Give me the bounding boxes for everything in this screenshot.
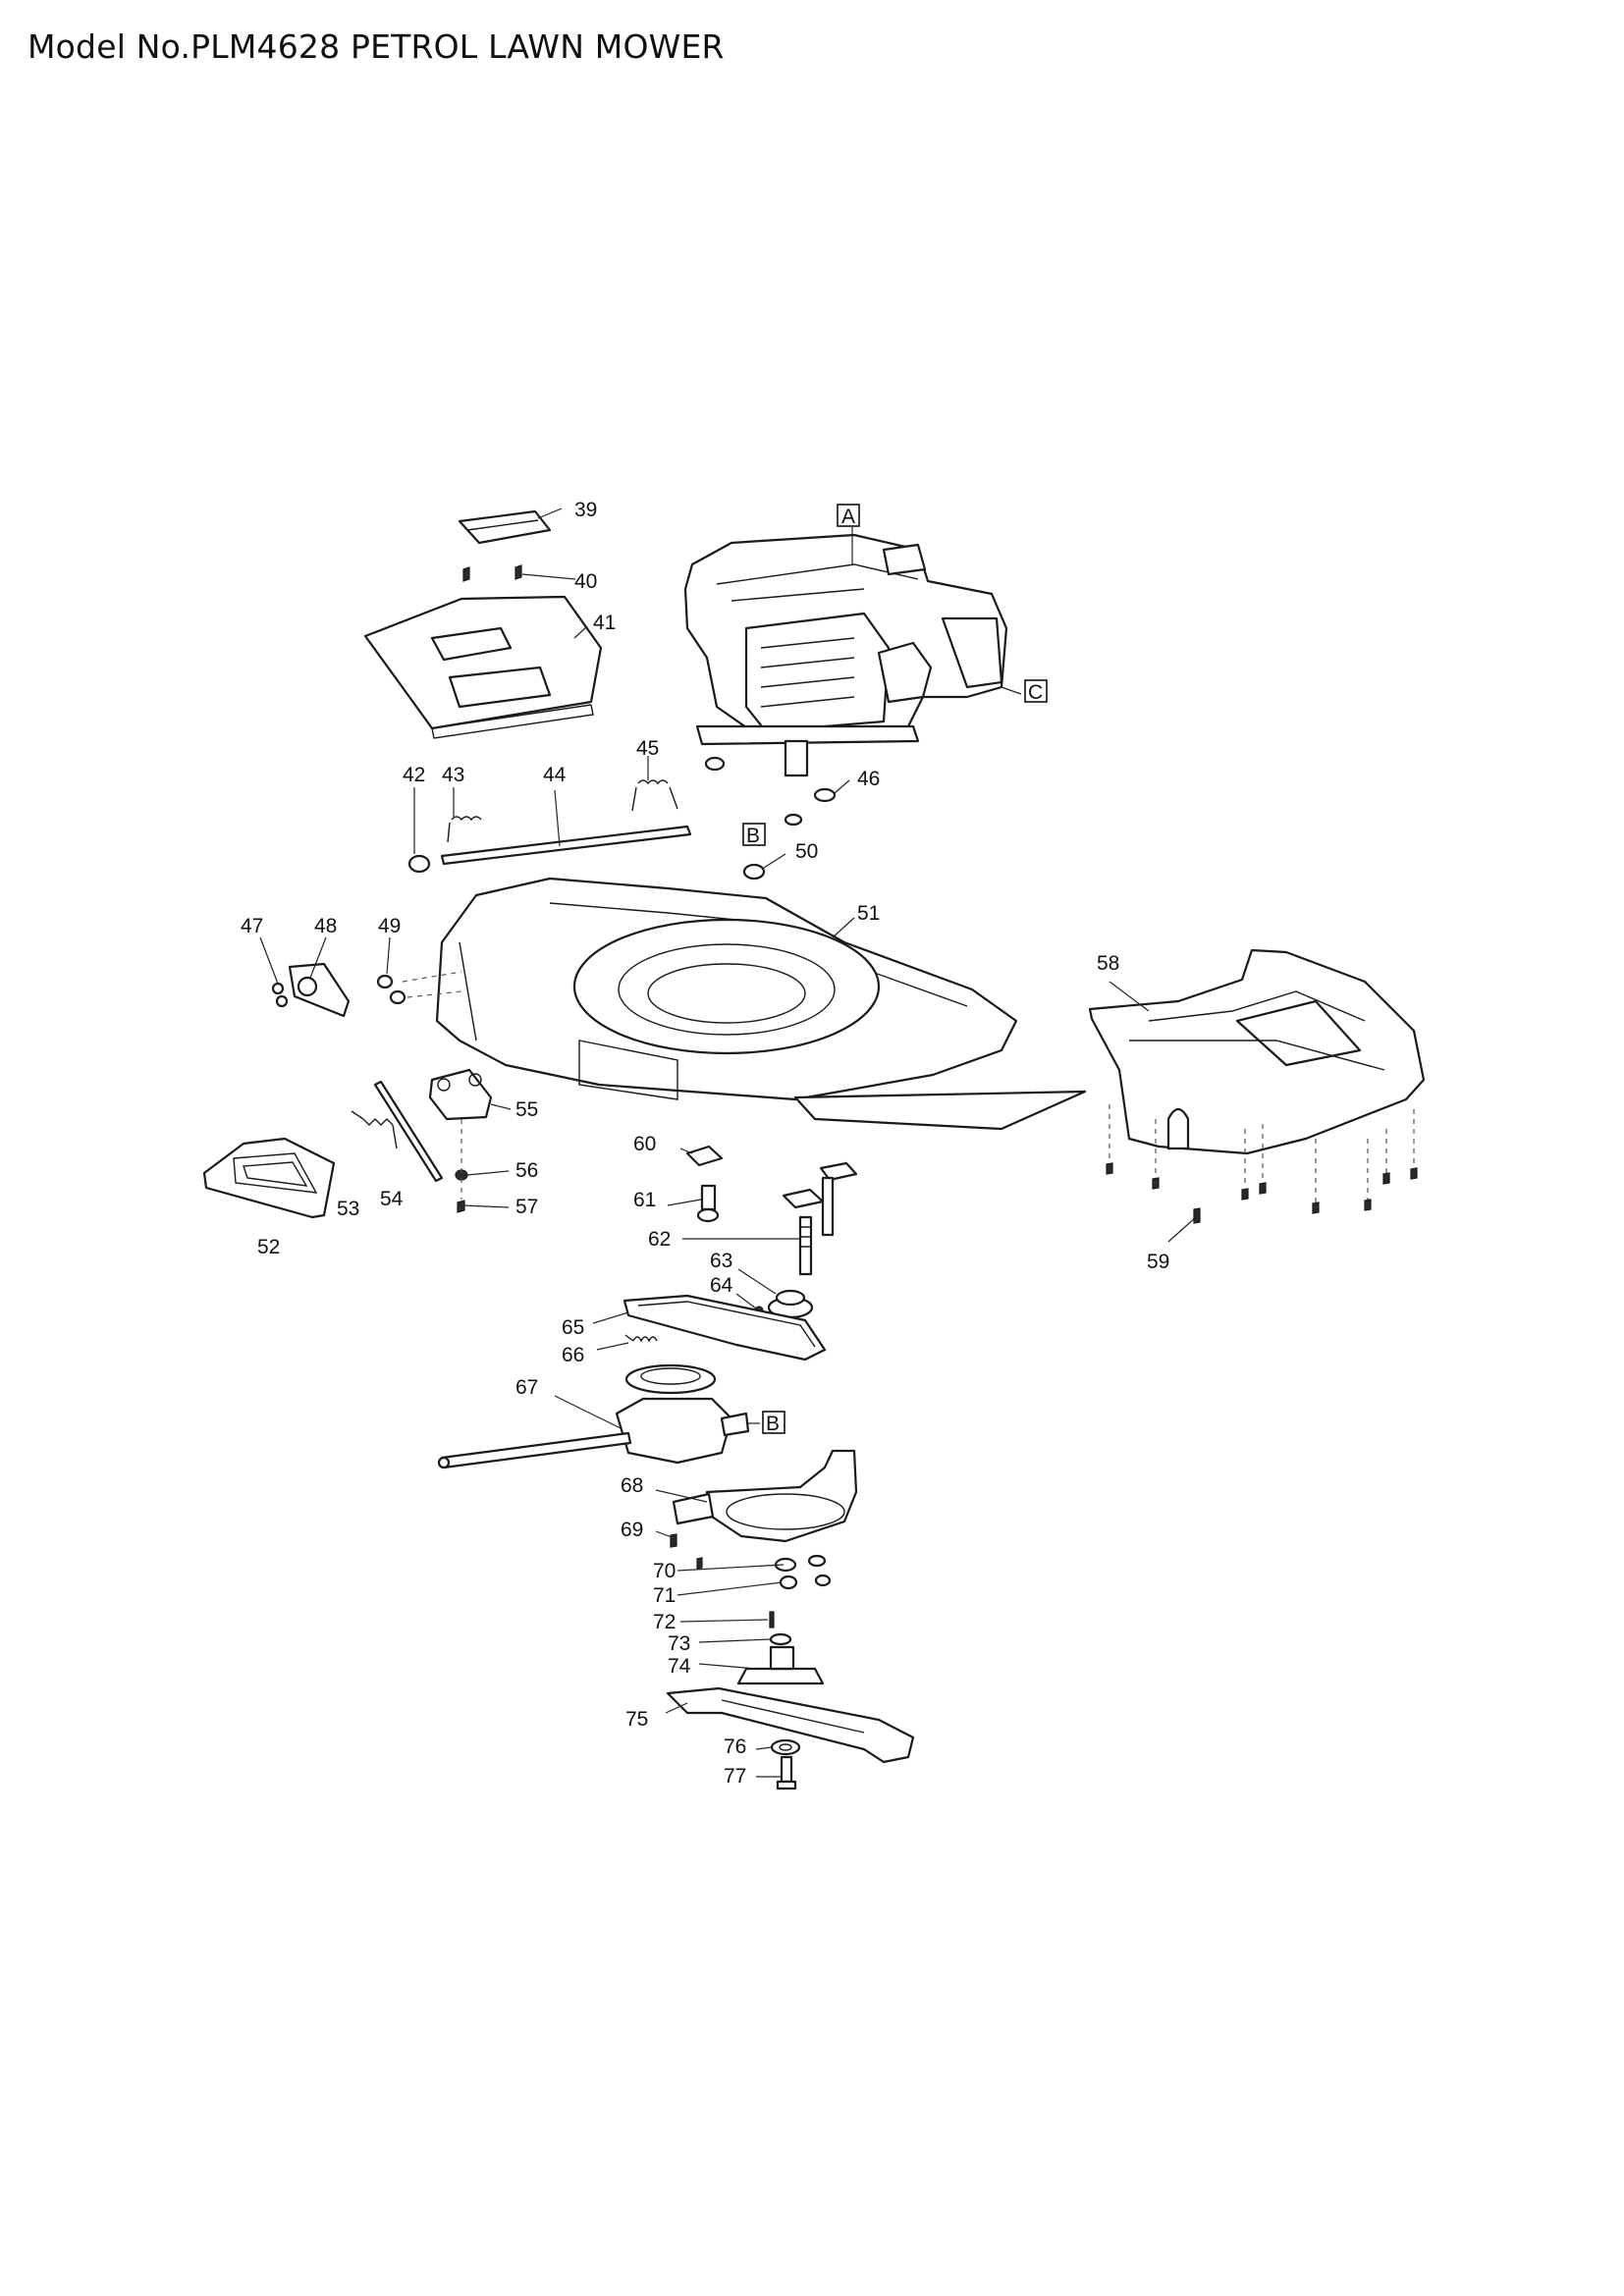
callout-44: 44 xyxy=(543,764,567,786)
callout-45: 45 xyxy=(636,737,659,760)
part-74-blade-hub xyxy=(736,1645,825,1685)
part-59-screws xyxy=(1106,1104,1418,1224)
callout-77: 77 xyxy=(724,1765,746,1788)
callout-66: 66 xyxy=(562,1344,584,1366)
callout-39: 39 xyxy=(574,499,597,521)
part-51-deck xyxy=(435,877,1087,1131)
ref-c-label: C xyxy=(1028,681,1043,704)
part-46-bolts xyxy=(704,756,837,827)
reference-marker-b-top: B xyxy=(742,823,766,847)
part-77-bolt xyxy=(776,1755,797,1790)
part-47-screws xyxy=(271,982,289,1008)
callout-40: 40 xyxy=(574,570,597,593)
part-71-nuts xyxy=(779,1574,832,1590)
callout-41: 41 xyxy=(593,612,616,634)
callout-70: 70 xyxy=(653,1560,676,1582)
callout-64: 64 xyxy=(710,1274,733,1297)
callout-52: 52 xyxy=(257,1236,280,1258)
callout-46: 46 xyxy=(857,768,880,790)
part-44-rod xyxy=(440,825,692,866)
part-62-stud xyxy=(798,1215,813,1276)
part-41-top-cover xyxy=(363,595,603,739)
part-43-spring xyxy=(447,816,482,843)
callout-56: 56 xyxy=(515,1159,538,1182)
part-57-screw xyxy=(457,1200,465,1213)
callout-48: 48 xyxy=(314,915,337,937)
callout-74: 74 xyxy=(668,1655,691,1678)
callout-43: 43 xyxy=(442,764,464,786)
callout-51: 51 xyxy=(857,902,880,925)
part-52-rear-flap xyxy=(202,1137,336,1219)
callout-68: 68 xyxy=(621,1474,643,1497)
part-49-bushes xyxy=(376,974,406,1005)
part-75-blade xyxy=(666,1686,915,1764)
ref-b-top-label: B xyxy=(746,825,760,847)
part-48-height-adjuster xyxy=(288,962,351,1018)
ref-b-bottom-label: B xyxy=(766,1413,780,1435)
callout-72: 72 xyxy=(653,1611,676,1633)
part-60-plate xyxy=(685,1145,724,1167)
part-69-screw xyxy=(670,1533,677,1548)
part-70-washers xyxy=(696,1554,827,1573)
callout-71: 71 xyxy=(653,1584,676,1607)
callout-65: 65 xyxy=(562,1316,584,1339)
part-68-deflector xyxy=(672,1449,858,1543)
callout-75: 75 xyxy=(625,1708,648,1731)
part-mounting-plates xyxy=(782,1161,858,1237)
reference-marker-c: C xyxy=(1024,679,1048,704)
page-title: Model No.PLM4628 PETROL LAWN MOWER xyxy=(27,27,725,66)
callout-60: 60 xyxy=(633,1133,656,1155)
part-63-pulley xyxy=(767,1289,814,1319)
callout-61: 61 xyxy=(633,1189,656,1211)
callout-73: 73 xyxy=(668,1632,690,1655)
callout-58: 58 xyxy=(1097,952,1119,975)
callout-49: 49 xyxy=(378,915,401,937)
part-54-rod xyxy=(373,1080,444,1183)
callout-76: 76 xyxy=(724,1735,746,1758)
part-45-spring xyxy=(631,779,678,812)
part-50-nut xyxy=(742,863,766,881)
part-40-screws xyxy=(462,564,522,582)
part-58-rear-guard xyxy=(1088,948,1426,1155)
callout-62: 62 xyxy=(648,1228,671,1251)
callout-42: 42 xyxy=(403,764,425,786)
callout-59: 59 xyxy=(1147,1251,1169,1273)
callout-69: 69 xyxy=(621,1519,643,1541)
callout-47: 47 xyxy=(241,915,263,937)
callout-57: 57 xyxy=(515,1196,538,1218)
callout-50: 50 xyxy=(795,840,818,863)
leader-lines xyxy=(259,507,1197,1778)
part-53-spring xyxy=(351,1110,398,1149)
callout-67: 67 xyxy=(515,1376,538,1399)
callout-63: 63 xyxy=(710,1250,732,1272)
callout-53: 53 xyxy=(337,1198,359,1220)
reference-marker-a: A xyxy=(837,504,860,528)
part-73-seal xyxy=(769,1632,792,1646)
callout-55: 55 xyxy=(515,1098,538,1121)
callout-labels: 39 40 41 42 43 44 45 46 47 48 49 50 51 5… xyxy=(241,499,1169,1788)
part-76-washer xyxy=(770,1738,801,1756)
reference-marker-b-bottom: B xyxy=(762,1411,785,1435)
part-42-nut xyxy=(407,854,431,874)
part-67-gearbox xyxy=(437,1363,750,1469)
part-61-bolt xyxy=(696,1184,720,1223)
part-66-spring xyxy=(624,1334,658,1343)
part-engine-assembly xyxy=(683,533,1008,777)
callout-54: 54 xyxy=(380,1188,404,1210)
ref-a-label: A xyxy=(841,506,855,528)
part-55-hinge-bracket xyxy=(428,1068,493,1121)
part-39-cap xyxy=(458,509,552,545)
part-65-belt xyxy=(623,1294,827,1362)
part-72-pin xyxy=(769,1611,775,1629)
